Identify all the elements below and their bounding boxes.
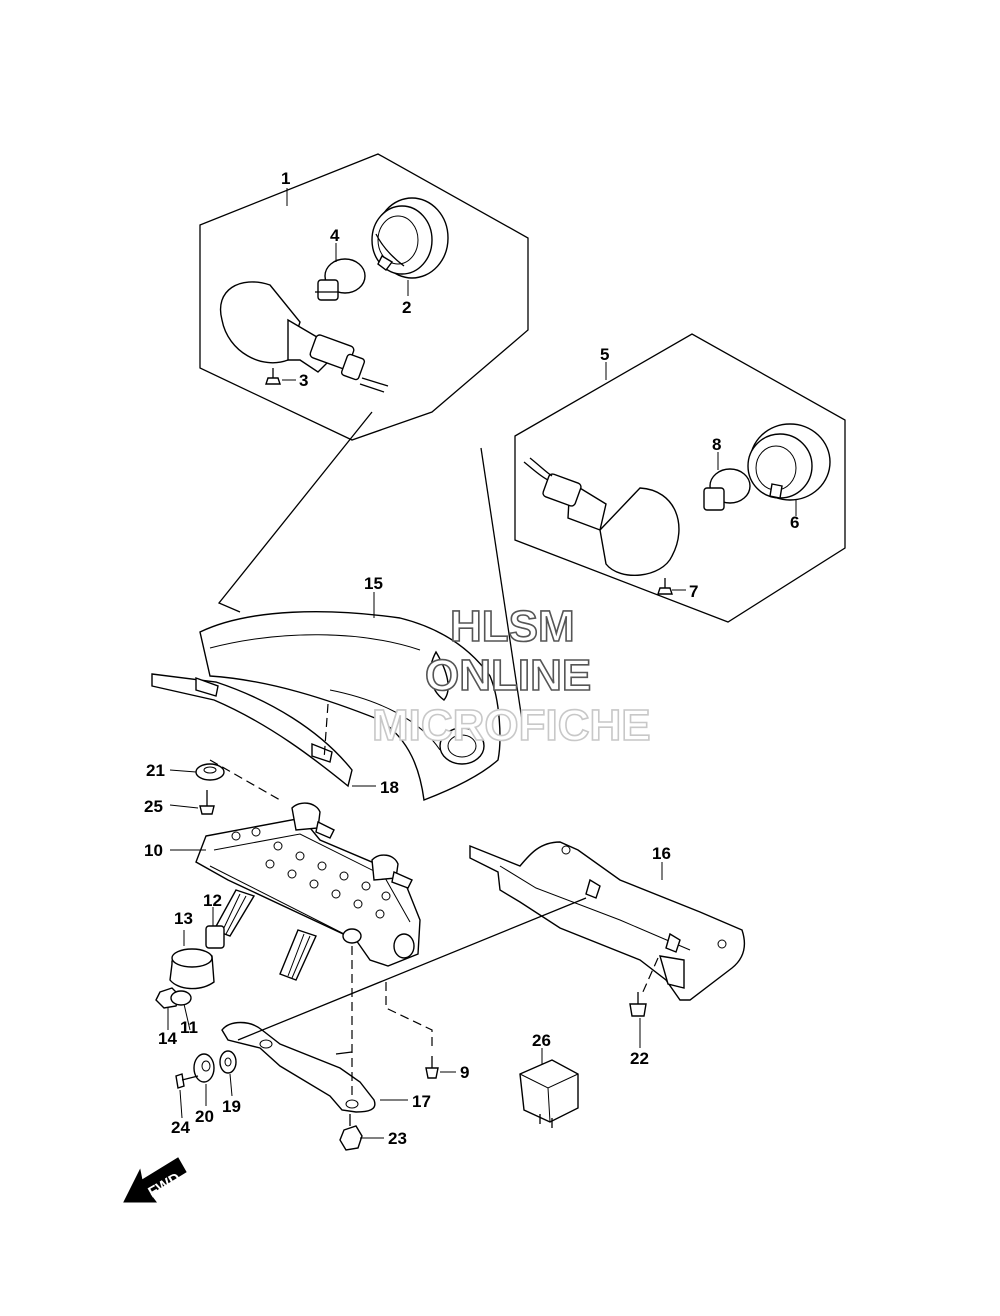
callout-7: 7 <box>689 582 698 601</box>
callout-18: 18 <box>380 778 399 797</box>
callout-23: 23 <box>388 1129 407 1148</box>
grommet-13 <box>169 948 215 990</box>
bolt-24 <box>175 1073 199 1089</box>
callout-8: 8 <box>712 435 721 454</box>
turn-signal-assembly-5 <box>514 333 846 623</box>
callout-17: 17 <box>412 1092 431 1111</box>
screw-3 <box>265 368 281 385</box>
screw-25 <box>199 790 215 815</box>
callout-2: 2 <box>402 298 411 317</box>
callout-13: 13 <box>174 909 193 928</box>
bracket-holes <box>231 827 391 919</box>
callout-9: 9 <box>460 1063 469 1082</box>
reflector-18 <box>151 673 353 788</box>
bracket-10 <box>195 802 421 967</box>
callout-26: 26 <box>532 1031 551 1050</box>
collar-12 <box>205 925 225 949</box>
callout-11: 11 <box>180 1018 198 1037</box>
relay-26 <box>519 1059 579 1128</box>
callout-20: 20 <box>195 1107 214 1126</box>
washer-11 <box>170 990 192 1006</box>
collar-20 <box>193 1053 215 1083</box>
callout-15: 15 <box>364 574 383 593</box>
callout-14: 14 <box>158 1029 177 1048</box>
bolt-9 <box>425 1056 439 1079</box>
socket-2 <box>371 197 449 279</box>
callout-19: 19 <box>222 1097 241 1116</box>
callout-10: 10 <box>144 841 163 860</box>
clip-22 <box>629 992 647 1017</box>
washer-19 <box>219 1050 237 1074</box>
turn-signal-assembly-1 <box>199 153 529 441</box>
bracket-16 <box>469 841 746 1001</box>
socket-6 <box>747 423 831 501</box>
callout-12: 12 <box>203 891 222 910</box>
rear-fender-15 <box>199 610 501 801</box>
watermark-line-3: MICROFICHE <box>372 701 651 750</box>
fwd-arrow-icon: FWD <box>123 1157 187 1203</box>
watermark-line-2: ONLINE <box>425 651 591 700</box>
bulb-8 <box>703 468 751 511</box>
callout-labels: 1 2 3 4 5 6 7 8 9 10 11 12 13 14 15 16 1… <box>144 169 799 1148</box>
grommet-21 <box>195 763 225 781</box>
leader-lines <box>167 188 797 1139</box>
watermark: HLSM ONLINE MICROFICHE <box>371 601 651 751</box>
watermark-line-1: HLSM <box>450 602 575 651</box>
callout-25: 25 <box>144 797 163 816</box>
callout-16: 16 <box>652 844 671 863</box>
bulb-4 <box>315 258 366 301</box>
screw-7 <box>657 578 673 595</box>
bracket-17 <box>221 1021 376 1113</box>
callout-5: 5 <box>600 345 609 364</box>
callout-4: 4 <box>330 226 340 245</box>
callout-22: 22 <box>630 1049 649 1068</box>
bolt-23 <box>339 1114 363 1151</box>
callout-24: 24 <box>171 1118 190 1137</box>
callout-1: 1 <box>281 169 290 188</box>
callout-3: 3 <box>299 371 308 390</box>
callout-21: 21 <box>146 761 165 780</box>
callout-6: 6 <box>790 513 799 532</box>
